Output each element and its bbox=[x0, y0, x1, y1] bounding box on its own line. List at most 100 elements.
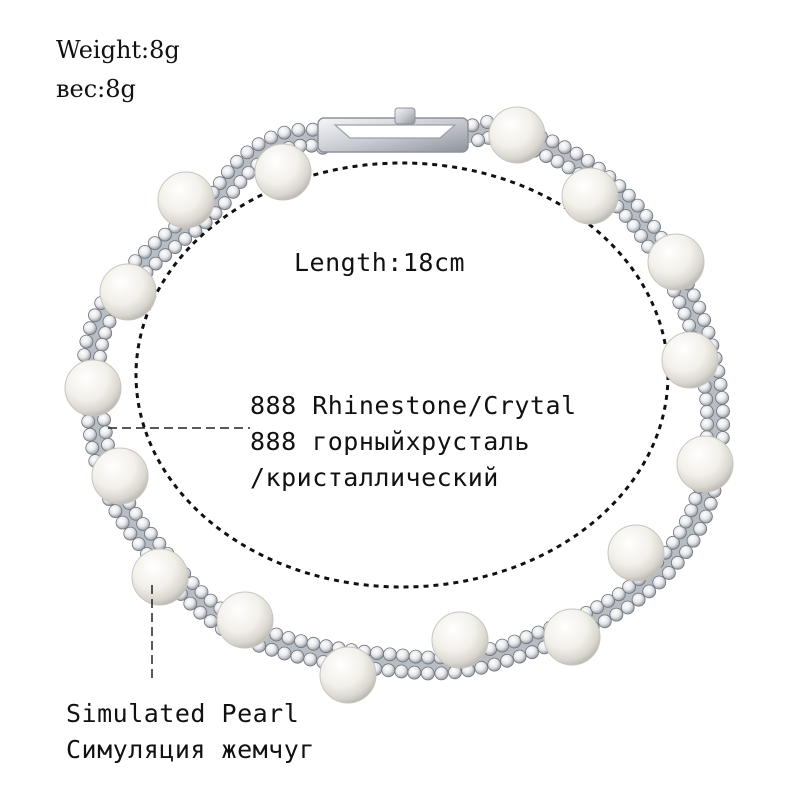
pearl bbox=[661, 331, 719, 389]
rhinestone bbox=[611, 587, 626, 602]
rhinestone bbox=[77, 348, 92, 363]
rhinestone bbox=[609, 607, 624, 622]
rhinestone bbox=[500, 653, 515, 668]
rhinestone bbox=[531, 625, 546, 640]
rhinestone bbox=[713, 377, 728, 392]
rhinestone bbox=[98, 326, 113, 341]
rhinestone bbox=[251, 137, 266, 152]
pearl bbox=[91, 447, 149, 505]
length-label: Length:18cm bbox=[294, 248, 466, 277]
rhinestone bbox=[700, 404, 714, 419]
rhinestone bbox=[539, 149, 554, 164]
rhinestone bbox=[686, 533, 701, 548]
rhinestone bbox=[158, 227, 172, 242]
rhinestone bbox=[434, 666, 449, 681]
pearl bbox=[216, 591, 274, 649]
rhinestone bbox=[471, 133, 486, 148]
rhinestone bbox=[679, 514, 693, 529]
pearl bbox=[254, 143, 312, 201]
pearl-label-en: Simulated Pearl bbox=[66, 699, 300, 728]
rhinestone-label-ru-1: 888 горныйхрусталь bbox=[250, 427, 530, 456]
rhinestone bbox=[652, 575, 667, 590]
rhinestone bbox=[183, 596, 198, 611]
rhinestone bbox=[597, 614, 612, 629]
rhinestone bbox=[581, 153, 595, 168]
rhinestone bbox=[507, 634, 522, 649]
rhinestone bbox=[545, 134, 560, 149]
simulated-pearls bbox=[64, 106, 734, 704]
rhinestone bbox=[703, 496, 718, 511]
rhinestone bbox=[394, 664, 409, 679]
rhinestone bbox=[395, 648, 410, 663]
weight-label-en: Weight:8g bbox=[56, 36, 180, 64]
rhinestone bbox=[147, 236, 162, 251]
rhinestone-label-en: 888 Rhinestone/Crytal bbox=[250, 391, 577, 420]
rhinestone bbox=[291, 122, 306, 137]
pearl bbox=[647, 233, 705, 291]
pearl bbox=[64, 359, 122, 417]
rhinestone bbox=[193, 605, 208, 620]
rhinestone bbox=[677, 306, 692, 321]
rhinestone bbox=[212, 176, 227, 191]
rhinestone bbox=[203, 614, 218, 629]
pearl-label-ru: Симуляция жемчуг bbox=[66, 735, 315, 764]
rhinestone bbox=[115, 515, 130, 530]
rhinestone bbox=[264, 642, 279, 657]
rhinestone bbox=[525, 645, 539, 660]
bracelet-clasp bbox=[317, 107, 469, 153]
rhinestone bbox=[407, 665, 422, 680]
rhinestone bbox=[647, 219, 661, 234]
rhinestone bbox=[108, 504, 123, 519]
pearl bbox=[676, 435, 734, 493]
rhinestone bbox=[158, 248, 173, 263]
rhinestone bbox=[662, 566, 676, 580]
rhinestone bbox=[128, 506, 143, 521]
rhinestone bbox=[178, 232, 193, 246]
rhinestone bbox=[699, 509, 713, 524]
rhinestone bbox=[306, 636, 321, 651]
rhinestone bbox=[601, 594, 615, 608]
rhinestone bbox=[642, 584, 657, 599]
rhinestone bbox=[79, 334, 94, 349]
rhinestone bbox=[557, 140, 572, 155]
rhinestone bbox=[631, 592, 646, 607]
rhinestone bbox=[679, 545, 693, 559]
rhinestone bbox=[620, 600, 635, 615]
rhinestone bbox=[408, 649, 423, 664]
rhinestone bbox=[370, 646, 384, 660]
weight-label-ru: вес:8g bbox=[56, 75, 136, 103]
rhinestone bbox=[682, 318, 697, 333]
rhinestone bbox=[639, 209, 654, 223]
rhinestone bbox=[700, 417, 715, 432]
rhinestone bbox=[569, 146, 584, 161]
rhinestone bbox=[512, 649, 527, 664]
rhinestone bbox=[303, 652, 318, 667]
rhinestone bbox=[590, 600, 604, 615]
rhinestone bbox=[699, 392, 714, 407]
rhinestone bbox=[693, 522, 708, 536]
rhinestone bbox=[85, 440, 100, 455]
rhinestone bbox=[670, 555, 685, 570]
pearl bbox=[561, 167, 619, 225]
pearl bbox=[488, 106, 546, 164]
pearl bbox=[99, 263, 157, 321]
rhinestone bbox=[143, 526, 158, 541]
rhinestone bbox=[666, 535, 680, 550]
rhinestone-label-ru-2: /кристаллический bbox=[250, 463, 499, 492]
rhinestone bbox=[281, 631, 296, 645]
rhinestone bbox=[264, 130, 278, 145]
rhinestone bbox=[622, 188, 636, 203]
length-oval-outline bbox=[134, 161, 670, 589]
rhinestone bbox=[88, 308, 102, 323]
rhinestone bbox=[230, 154, 244, 169]
rhinestone bbox=[95, 337, 109, 352]
rhinestone bbox=[474, 660, 489, 675]
rhinestone bbox=[688, 491, 703, 506]
rhinestone bbox=[519, 630, 534, 645]
rhinestone bbox=[487, 657, 502, 672]
rhinestone bbox=[672, 295, 687, 310]
rhinestone bbox=[561, 160, 576, 175]
rhinestone bbox=[131, 537, 146, 551]
